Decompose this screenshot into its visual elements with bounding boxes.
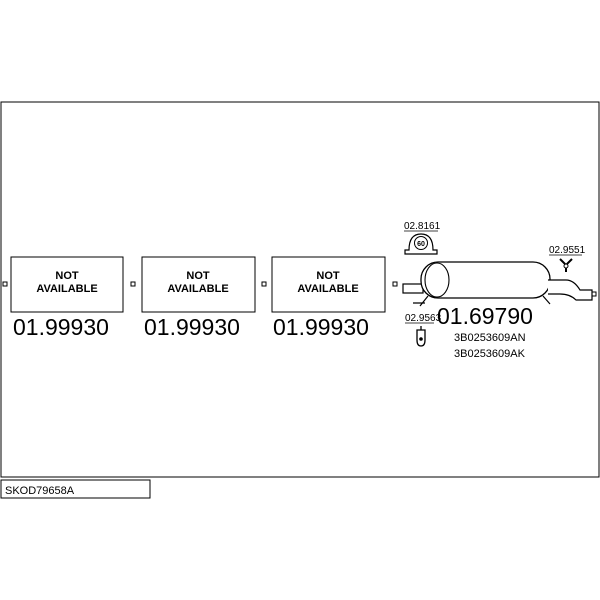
not-available-box-3: NOT AVAILABLE bbox=[271, 256, 386, 313]
part-number-2: 01.99930 bbox=[144, 314, 240, 340]
muffler-part-number: 01.69790 bbox=[437, 303, 533, 329]
box-line1: NOT bbox=[186, 270, 210, 282]
box-line2: AVAILABLE bbox=[167, 283, 228, 295]
clamp-badge: 60 bbox=[417, 241, 425, 248]
hanger-right-accessory: 02.9551 bbox=[549, 245, 586, 272]
hanger-right-ref: 02.9551 bbox=[549, 245, 586, 256]
part-number-3: 01.99930 bbox=[273, 314, 369, 340]
not-available-box-1: NOT AVAILABLE bbox=[10, 256, 124, 313]
oem-number-2: 3B0253609AK bbox=[454, 348, 526, 360]
clamp-ref: 02.8161 bbox=[404, 221, 441, 232]
hanger-left-ref: 02.9563 bbox=[405, 313, 442, 324]
connector-square bbox=[2, 281, 8, 287]
muffler-icon bbox=[402, 261, 593, 307]
box-line1: NOT bbox=[316, 270, 340, 282]
diagram-frame bbox=[0, 101, 600, 478]
part-number-1: 01.99930 bbox=[13, 314, 109, 340]
code-label-box bbox=[0, 479, 151, 499]
oem-number-1: 3B0253609AN bbox=[454, 332, 526, 344]
box-line1: NOT bbox=[55, 270, 79, 282]
clamp-accessory: 02.8161 60 bbox=[404, 221, 441, 255]
not-available-box-2: NOT AVAILABLE bbox=[141, 256, 256, 313]
connector-square bbox=[392, 281, 398, 287]
box-line2: AVAILABLE bbox=[36, 283, 97, 295]
connector-square bbox=[261, 281, 267, 287]
connector-square bbox=[130, 281, 136, 287]
hanger-left-accessory: 02.9563 bbox=[405, 313, 442, 347]
diagram-code: SKOD79658A bbox=[5, 485, 75, 497]
box-line2: AVAILABLE bbox=[297, 283, 358, 295]
